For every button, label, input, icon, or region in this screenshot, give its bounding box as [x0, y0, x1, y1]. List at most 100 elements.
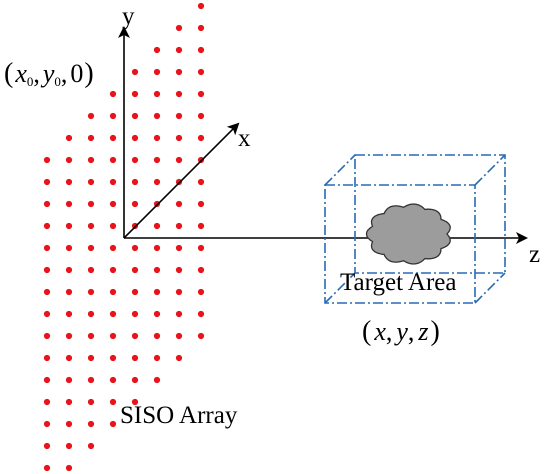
corner-y: y — [40, 59, 55, 88]
array-dot — [131, 398, 139, 406]
array-dot — [43, 376, 51, 384]
array-dot — [109, 288, 117, 296]
target-box-front-face — [324, 184, 476, 304]
array-dot — [87, 288, 95, 296]
x-axis-label: x — [238, 125, 251, 152]
array-dot — [153, 46, 161, 54]
array-dot — [87, 442, 95, 450]
target-area-label: Target Area — [340, 269, 456, 296]
corner-close-paren: ) — [84, 58, 93, 89]
array-dot — [131, 288, 139, 296]
array-dot — [43, 464, 51, 472]
array-dot — [131, 200, 139, 208]
target-sep-2: , — [408, 317, 415, 346]
array-dot — [65, 288, 73, 296]
array-dot — [65, 332, 73, 340]
array-dot — [43, 222, 51, 230]
array-dot — [197, 134, 205, 142]
array-dot — [43, 310, 51, 318]
array-dot — [197, 288, 205, 296]
array-dot — [65, 354, 73, 362]
array-dot — [109, 376, 117, 384]
array-dot — [43, 266, 51, 274]
corner-x-subscript: 0 — [27, 74, 34, 89]
array-dot — [43, 354, 51, 362]
array-dot — [43, 200, 51, 208]
array-dot — [131, 178, 139, 186]
array-dot — [153, 376, 161, 384]
array-dot — [87, 200, 95, 208]
array-dot — [153, 354, 161, 362]
target-close-paren: ) — [431, 316, 440, 347]
target-open-paren: ( — [362, 316, 371, 347]
array-dot — [65, 420, 73, 428]
array-dot — [87, 376, 95, 384]
array-dot — [65, 310, 73, 318]
array-dot — [175, 288, 183, 296]
array-dot — [131, 332, 139, 340]
array-dot — [65, 244, 73, 252]
array-dot — [175, 24, 183, 32]
array-dot — [109, 398, 117, 406]
array-dot — [87, 112, 95, 120]
array-dot — [43, 178, 51, 186]
target-sep-1: , — [386, 317, 393, 346]
x-axis-line — [123, 122, 240, 239]
array-dot — [87, 332, 95, 340]
array-dot — [109, 420, 117, 428]
array-dot — [87, 178, 95, 186]
array-dot — [65, 266, 73, 274]
array-dot — [175, 156, 183, 164]
array-dot — [131, 310, 139, 318]
siso-array-label: SISO Array — [120, 402, 238, 429]
array-dot — [153, 266, 161, 274]
array-dot — [109, 156, 117, 164]
array-dot — [131, 134, 139, 142]
array-dot — [131, 354, 139, 362]
target-box-edge-tr — [474, 154, 506, 186]
array-dot — [197, 178, 205, 186]
corner-open-paren: ( — [4, 58, 13, 89]
corner-zero: 0 — [70, 59, 83, 88]
array-dot — [197, 310, 205, 318]
array-dot — [197, 200, 205, 208]
array-dot — [87, 266, 95, 274]
array-dot — [153, 222, 161, 230]
array-dot — [131, 244, 139, 252]
array-dot — [87, 310, 95, 318]
array-dot — [65, 376, 73, 384]
array-dot — [153, 332, 161, 340]
array-dot — [153, 90, 161, 98]
array-dot — [109, 354, 117, 362]
array-dot — [87, 354, 95, 362]
array-dot — [87, 420, 95, 428]
array-dot — [65, 156, 73, 164]
array-dot — [65, 178, 73, 186]
array-dot — [175, 310, 183, 318]
array-dot — [197, 24, 205, 32]
array-dot — [131, 112, 139, 120]
array-dot — [153, 156, 161, 164]
target-coordinate-label: (x,y,z) — [362, 316, 440, 347]
array-dot — [65, 464, 73, 472]
array-dot — [153, 68, 161, 76]
array-dot — [87, 134, 95, 142]
array-dot — [43, 156, 51, 164]
array-dot — [197, 90, 205, 98]
target-box — [324, 154, 506, 304]
array-dot — [109, 134, 117, 142]
array-dot — [175, 200, 183, 208]
array-dot — [65, 134, 73, 142]
array-dot — [109, 112, 117, 120]
array-dot — [175, 222, 183, 230]
array-dot — [153, 112, 161, 120]
array-dot — [197, 332, 205, 340]
array-dot — [65, 200, 73, 208]
array-dot — [153, 178, 161, 186]
array-dot — [43, 442, 51, 450]
array-dot — [87, 398, 95, 406]
array-dot — [153, 134, 161, 142]
corner-sep-1: , — [33, 59, 40, 88]
corner-x: x — [14, 59, 27, 88]
array-dot — [197, 68, 205, 76]
